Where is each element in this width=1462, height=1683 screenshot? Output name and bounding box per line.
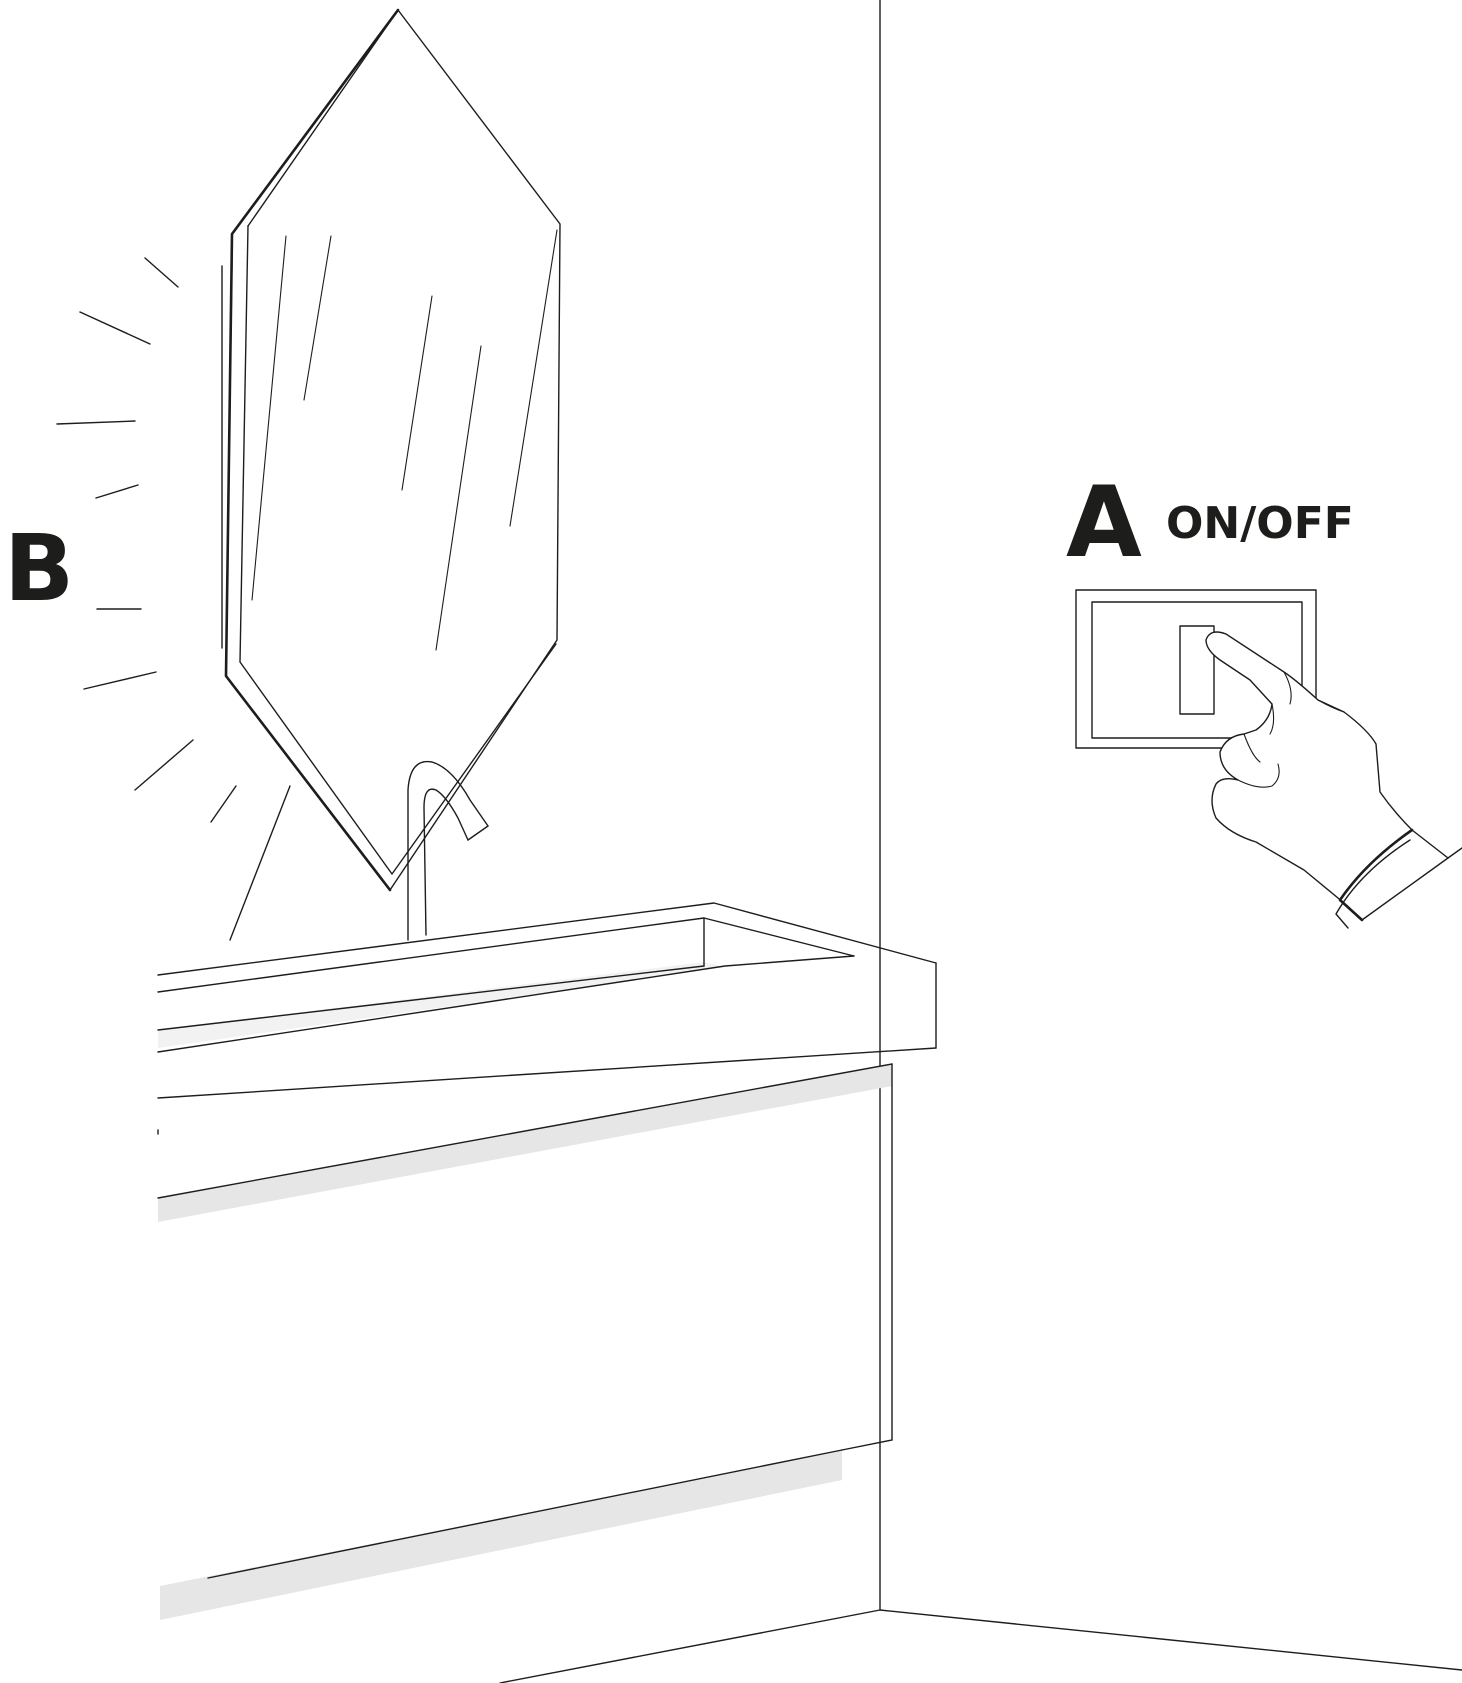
switch-label-text: ON/OFF xyxy=(1166,498,1354,549)
faucet-icon xyxy=(407,760,489,941)
mirror-label-letter: B xyxy=(4,515,74,622)
vanity-cabinet xyxy=(157,1063,893,1620)
room-walls xyxy=(499,0,1462,1683)
light-rays-icon xyxy=(56,257,291,941)
wall-switch-icon xyxy=(1075,589,1317,749)
hexagonal-mirror-icon xyxy=(221,8,561,892)
vanity-basin xyxy=(157,902,937,1135)
pointing-hand-icon xyxy=(1205,631,1462,929)
switch-label-letter: A xyxy=(1066,466,1142,580)
